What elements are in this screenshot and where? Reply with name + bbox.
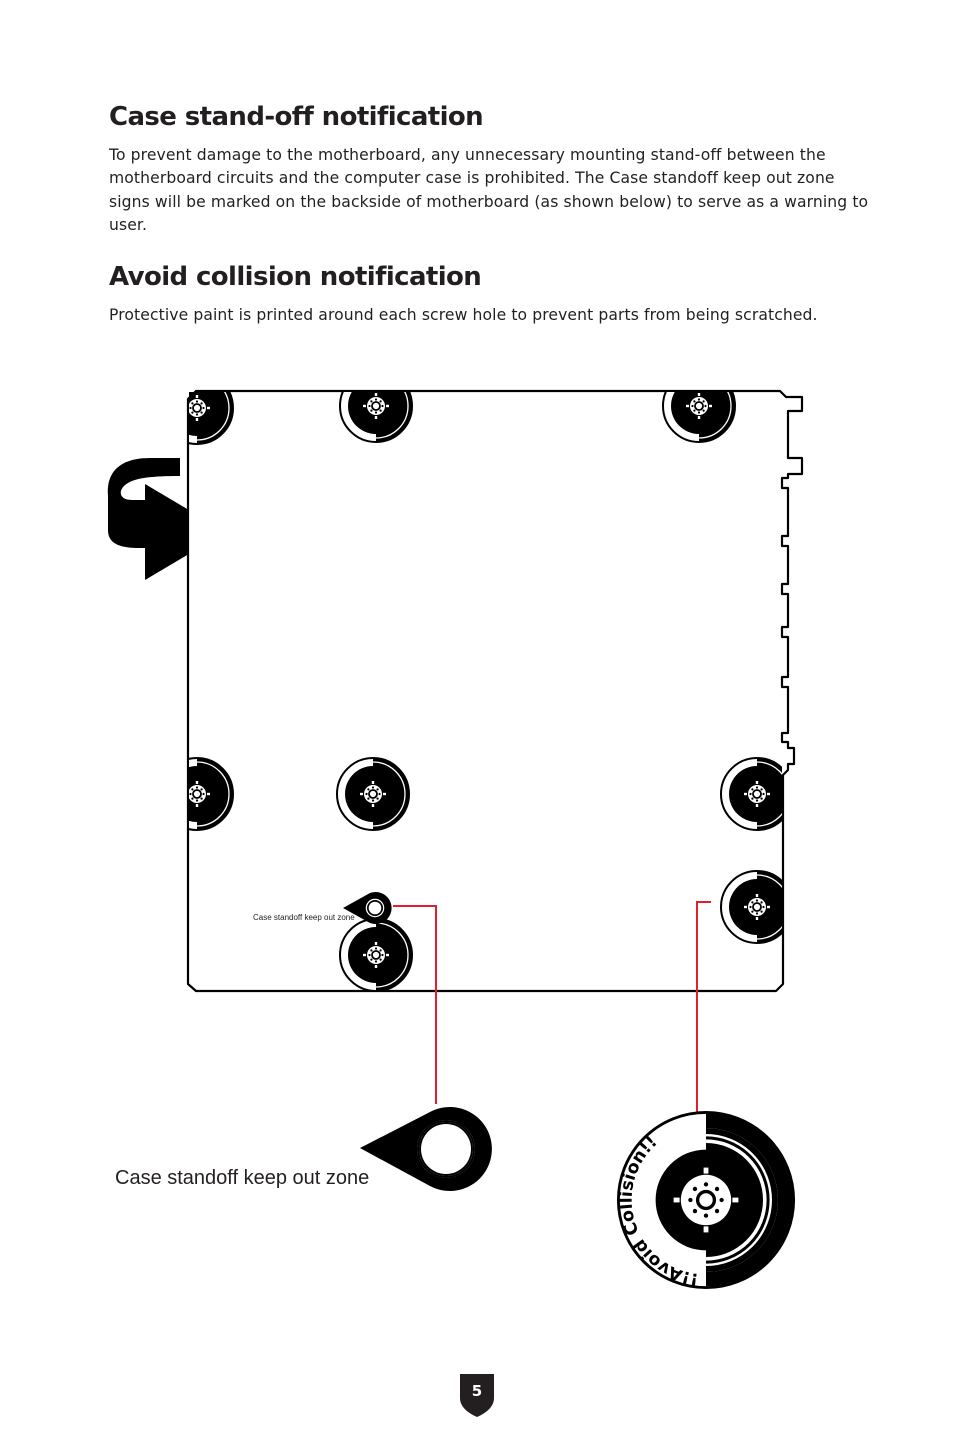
motherboard-outline bbox=[186, 389, 804, 993]
keep-out-zone-icon-small bbox=[343, 892, 392, 924]
avoid-collision-marker bbox=[662, 392, 736, 443]
motherboard-backside-diagram: !!Avoid Collision!! bbox=[107, 389, 804, 1290]
avoid-collision-marker bbox=[336, 757, 410, 831]
section-body-avoid-collision: Protective paint is printed around each … bbox=[109, 306, 818, 324]
avoid-collision-marker-large: !!Avoid Collision!! bbox=[617, 1110, 796, 1290]
keep-out-zone-icon-large bbox=[360, 1107, 492, 1191]
avoid-collision-marker bbox=[189, 392, 234, 445]
avoid-collision-marker bbox=[339, 918, 413, 990]
keep-out-zone-label-large: Case standoff keep out zone bbox=[115, 1167, 370, 1189]
page-number: 5 bbox=[471, 1382, 483, 1400]
leader-line-avoid-collision bbox=[696, 901, 711, 1112]
section-heading-avoid-collision: Avoid collision notification bbox=[109, 262, 482, 292]
keep-out-zone-label-small: Case standoff keep out zone bbox=[253, 913, 355, 922]
section-heading-case-standoff: Case stand-off notification bbox=[109, 102, 484, 132]
leader-line-keep-out bbox=[393, 905, 437, 1104]
section-body-case-standoff: To prevent damage to the motherboard, an… bbox=[109, 146, 869, 234]
avoid-collision-marker bbox=[189, 757, 234, 831]
avoid-collision-marker bbox=[339, 392, 413, 443]
page-number-badge-icon bbox=[460, 1374, 494, 1417]
